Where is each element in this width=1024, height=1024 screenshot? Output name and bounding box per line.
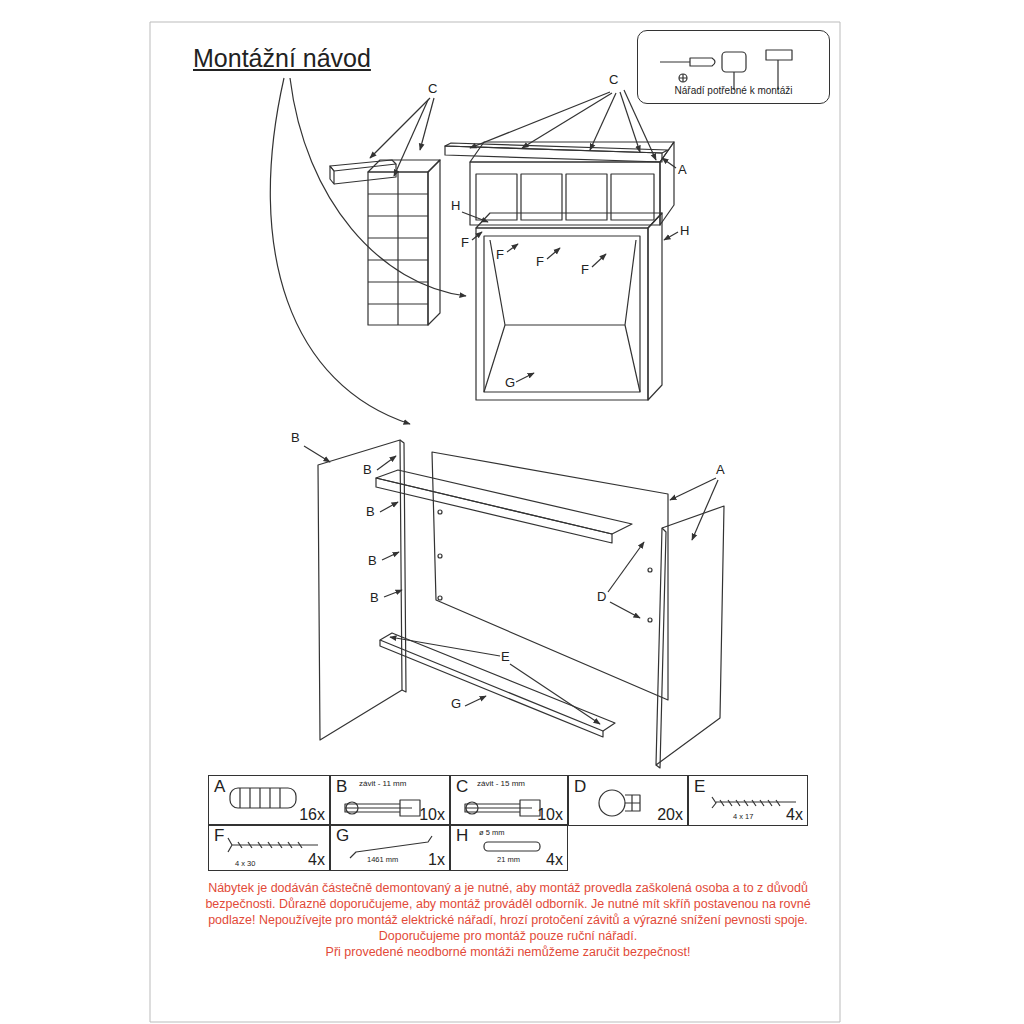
callout-letter: C — [428, 82, 437, 95]
callout-letter: A — [716, 463, 725, 476]
part-letter: H — [456, 827, 468, 846]
callout-letter: B — [363, 463, 372, 476]
part-letter: D — [574, 778, 586, 797]
callout-letter: E — [501, 650, 510, 663]
part-letter: C — [456, 778, 468, 797]
part-letter: A — [214, 778, 225, 797]
part-note: 20x — [657, 806, 683, 824]
callout-letter: G — [451, 697, 461, 710]
callout-letter: B — [366, 505, 375, 518]
part-note: 1461 mm — [367, 856, 398, 864]
page-title: Montážní návod — [193, 44, 371, 73]
part-letter: E — [694, 778, 705, 797]
part-note: 4x — [308, 851, 325, 869]
part-note: 21 mm — [497, 856, 520, 864]
parts-cell: G 1461 mm 1x — [330, 824, 450, 871]
part-note: 4x — [786, 806, 803, 824]
parts-cell: Bzávit - 11 mm 10x — [330, 775, 450, 826]
part-note: závit - 11 mm — [359, 780, 406, 789]
part-note: závit - 15 mm — [477, 780, 525, 789]
part-note: 16x — [299, 806, 325, 824]
callout-letter: F — [581, 263, 589, 276]
safety-note: Nábytek je dodáván částečně demontovaný … — [205, 880, 811, 944]
part-note: 4 x 17 — [733, 813, 753, 821]
callout-letter: F — [496, 248, 504, 261]
callout-letter: D — [597, 590, 606, 603]
part-note: 4 x 30 — [235, 860, 255, 868]
part-letter: B — [336, 778, 347, 797]
safety-note: Při provedené neodborné montáži nemůžeme… — [205, 944, 811, 960]
parts-cell: E 4 x 17 4x — [688, 775, 808, 826]
callout-letter: C — [609, 73, 618, 86]
callout-letter: H — [451, 199, 460, 212]
parts-cell: A 16x — [208, 775, 330, 826]
parts-cell: Czávit - 15 mm 10x — [450, 775, 568, 826]
part-note: 1x — [428, 851, 445, 869]
part-letter: F — [214, 827, 224, 846]
part-note: 10x — [419, 806, 445, 824]
parts-cell: F 4 x 30 4x — [208, 824, 330, 871]
callout-letter: B — [291, 431, 300, 444]
part-note: 10x — [537, 806, 563, 824]
callout-letter: B — [370, 591, 379, 604]
callout-letter: G — [505, 376, 515, 389]
tools-box: Nářadí potřebné k montáži — [637, 30, 830, 104]
callout-letter: H — [680, 224, 689, 237]
tools-caption: Nářadí potřebné k montáži — [675, 85, 793, 96]
callout-letter: B — [368, 554, 377, 567]
callout-letter: A — [678, 163, 687, 176]
part-letter: G — [336, 827, 349, 846]
part-note: ø 5 mm — [479, 829, 504, 837]
parts-cell: Hø 5 mm 21 mm 4x — [450, 824, 568, 871]
callout-letter: F — [536, 255, 544, 268]
callout-letter: F — [461, 236, 469, 249]
part-note: 4x — [546, 851, 563, 869]
parts-cell: D 20x — [568, 775, 688, 826]
